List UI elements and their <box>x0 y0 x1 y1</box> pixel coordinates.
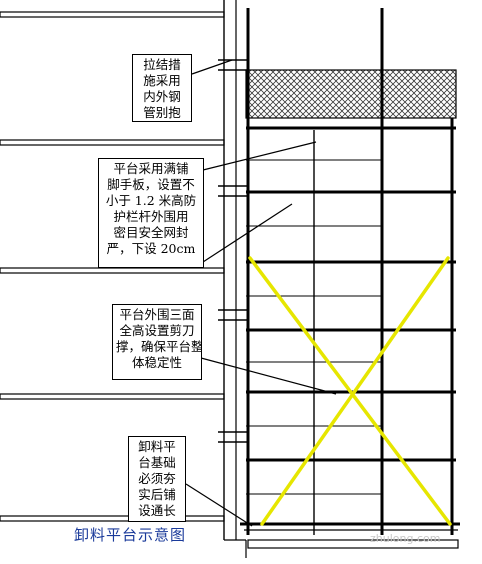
callout-line: 全高设置剪刀 <box>119 323 195 338</box>
callout-cross-brace: 平台外围三面 全高设置剪刀 撑，确保平台整 体稳定性 <box>112 304 202 380</box>
leader-lines <box>185 59 337 527</box>
callout-wall-tie: 拉结措 施采用 内外钢 管别抱 <box>132 54 192 122</box>
building-wall <box>223 0 247 558</box>
callout-line: 脚手板，设置不 <box>107 177 195 192</box>
diagram-caption: 卸料平台示意图 <box>74 526 187 544</box>
callout-line: 严，下设 20cm <box>106 241 196 256</box>
callout-line: 内外钢 <box>143 89 181 104</box>
callout-line: 台基础 <box>138 455 176 470</box>
watermark: zhulong.com <box>370 532 441 545</box>
floor-slab <box>0 515 225 522</box>
vertical-poles <box>246 8 454 535</box>
callout-line: 小于 1.2 米高防 <box>105 193 197 208</box>
brace <box>260 256 450 526</box>
floor-slab <box>0 11 225 18</box>
safety-net <box>245 69 457 119</box>
callout-platform-base: 卸料平 台基础 必须夯 实后铺 设通长 <box>128 436 186 522</box>
callout-line: 设通长 <box>138 503 176 518</box>
callout-line: 必须夯 <box>138 471 176 486</box>
callout-line: 实后铺 <box>138 487 176 502</box>
cross-bracing <box>248 256 452 526</box>
callout-line: 卸料平 <box>138 439 176 454</box>
callout-line: 平台外围三面 <box>119 307 195 322</box>
callout-line: 体稳定性 <box>131 355 182 370</box>
floor-slab <box>0 267 225 274</box>
callout-line: 平台采用满铺 <box>113 161 189 176</box>
wall-ties <box>218 59 248 443</box>
callout-platform-board: 平台采用满铺 脚手板，设置不 小于 1.2 米高防 护栏杆外围用 密目安全网封 … <box>98 158 204 268</box>
platform-base <box>240 522 460 549</box>
brace <box>248 256 452 526</box>
callout-line: 施采用 <box>143 73 181 88</box>
floor-slab <box>0 393 225 400</box>
callout-line: 密目安全网封 <box>113 225 189 240</box>
callout-line: 拉结措 <box>143 57 181 72</box>
callout-line: 撑，确保平台整 <box>116 339 202 354</box>
callout-line: 管别抱 <box>143 105 181 120</box>
floor-slab <box>0 139 225 146</box>
callout-line: 护栏杆外围用 <box>113 209 189 224</box>
transoms <box>246 159 382 495</box>
